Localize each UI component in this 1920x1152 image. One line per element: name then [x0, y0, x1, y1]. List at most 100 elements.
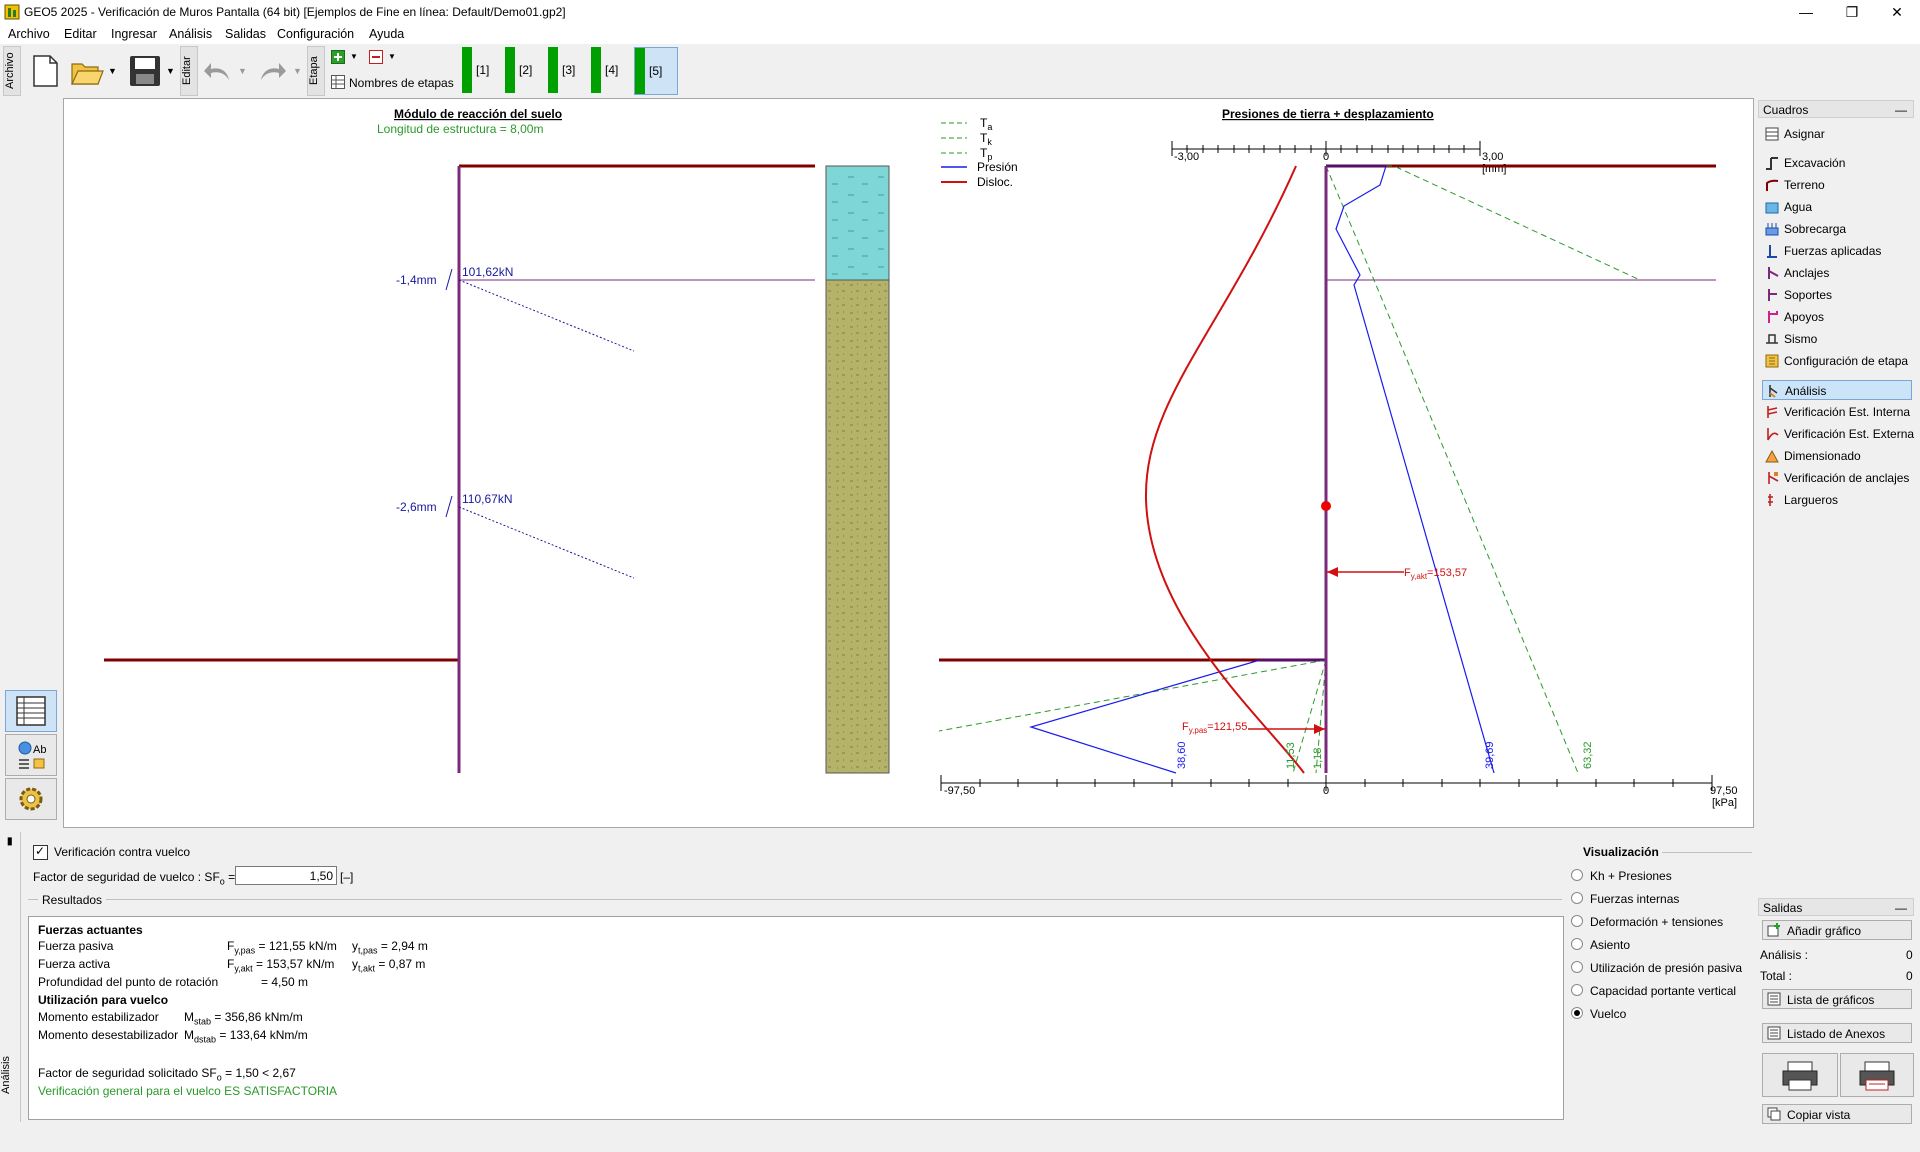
title-bar: GEO5 2025 - Verificación de Muros Pantal… — [0, 0, 1920, 24]
results-textbox[interactable]: Fuerzas actuantes Fuerza pasiva Fy,pas =… — [28, 916, 1564, 1120]
displacement-curve — [1144, 165, 1305, 774]
viz-kh-presiones-radio[interactable] — [1571, 869, 1583, 881]
minimize-icon: — — [1799, 4, 1813, 20]
viz-kh-presiones-label[interactable]: Kh + Presiones — [1590, 869, 1672, 883]
undo-button[interactable] — [203, 58, 233, 84]
viz-deformacion-radio[interactable] — [1571, 915, 1583, 927]
anchor-1[interactable] — [458, 279, 635, 352]
dimensioning-icon — [1765, 449, 1779, 463]
viz-deformacion-label[interactable]: Deformación + tensiones — [1590, 915, 1724, 929]
add-stage-dropdown-icon[interactable]: ▼ — [350, 52, 358, 61]
frame-configuracion-etapa[interactable]: Configuración de etapa — [1762, 351, 1912, 371]
open-folder-button[interactable] — [70, 56, 104, 88]
passive-force-arrowhead — [1314, 724, 1325, 734]
add-graphic-label: Añadir gráfico — [1787, 924, 1862, 938]
viz-presion-pasiva-label[interactable]: Utilización de presión pasiva — [1590, 961, 1743, 975]
printer-preview-icon — [1859, 1061, 1895, 1091]
overturn-checkbox[interactable]: ✓ — [33, 844, 48, 860]
print-preview-button[interactable] — [1840, 1053, 1914, 1097]
sf-input[interactable] — [235, 866, 337, 885]
frame-sobrecarga[interactable]: Sobrecarga — [1762, 219, 1912, 239]
stage-names-button[interactable]: Nombres de etapas — [349, 76, 454, 90]
frame-terreno[interactable]: Terreno — [1762, 175, 1912, 195]
add-graphic-button[interactable]: Añadir gráfico — [1762, 920, 1912, 940]
viz-vuelco-radio[interactable] — [1571, 1007, 1583, 1019]
stage-2-button[interactable]: [2] — [505, 47, 543, 93]
table-view-button[interactable] — [5, 690, 57, 732]
settings-button[interactable] — [5, 778, 57, 820]
close-button[interactable]: ✕ — [1874, 0, 1920, 24]
viz-vuelco-label[interactable]: Vuelco — [1590, 1007, 1627, 1021]
stage-4-button[interactable]: [4] — [591, 47, 629, 93]
menu-ayuda[interactable]: Ayuda — [369, 27, 405, 41]
frame-dimensionado[interactable]: Dimensionado — [1762, 446, 1912, 466]
viz-presion-pasiva-radio[interactable] — [1571, 961, 1583, 973]
drawing-canvas[interactable]: Módulo de reacción del suelo Longitud de… — [63, 98, 1754, 828]
frame-verificacion-interna[interactable]: Verificación Est. Interna — [1762, 402, 1912, 422]
frame-fuerzas-aplicadas[interactable]: Fuerzas aplicadas — [1762, 241, 1912, 261]
open-dropdown-icon[interactable]: ▼ — [108, 66, 117, 76]
frame-largueros[interactable]: Largueros — [1762, 490, 1912, 510]
viz-fuerzas-internas-radio[interactable] — [1571, 892, 1583, 904]
collapse-salidas-icon[interactable]: — — [1895, 901, 1907, 915]
anchor-2[interactable] — [458, 506, 635, 579]
remove-stage-dropdown-icon[interactable]: ▼ — [388, 52, 396, 61]
copy-view-button[interactable]: Copiar vista — [1762, 1104, 1912, 1124]
viz-asiento-radio[interactable] — [1571, 938, 1583, 950]
save-dropdown-icon[interactable]: ▼ — [166, 66, 175, 76]
stage-5-button[interactable]: [5] — [634, 47, 678, 95]
collapse-cuadros-icon[interactable]: — — [1895, 103, 1907, 117]
structure-length-label: Longitud de estructura = 8,00m — [377, 122, 543, 136]
remove-stage-button[interactable] — [369, 50, 383, 64]
stage-1-button[interactable]: [1] — [462, 47, 500, 93]
save-button[interactable] — [128, 54, 162, 88]
frame-anclajes[interactable]: Anclajes — [1762, 263, 1912, 283]
outputs-total-label: Total : — [1760, 969, 1793, 983]
menu-salidas[interactable]: Salidas — [225, 27, 266, 41]
minimize-button[interactable]: — — [1783, 0, 1829, 24]
print-button[interactable] — [1762, 1053, 1838, 1097]
stage-3-button[interactable]: [3] — [548, 47, 586, 93]
active-force-label: Fy,akt=153,57 — [1404, 567, 1467, 581]
viz-asiento-label[interactable]: Asiento — [1590, 938, 1631, 952]
anchor-2-force: 110,67kN — [462, 492, 512, 506]
frame-agua[interactable]: Agua — [1762, 197, 1912, 217]
stabilizing-moment-value: Mstab = 356,86 kNm/m — [184, 1010, 303, 1027]
visualization-separator — [1662, 852, 1752, 853]
viz-capacidad-portante-label[interactable]: Capacidad portante vertical — [1590, 984, 1737, 998]
legend-pressure: Presión — [977, 160, 1018, 174]
bottom-axis-zero: 0 — [1323, 785, 1329, 797]
annex-list-button[interactable]: Listado de Anexos — [1762, 1023, 1912, 1043]
viz-fuerzas-internas-label[interactable]: Fuerzas internas — [1590, 892, 1680, 906]
menu-analisis[interactable]: Análisis — [169, 27, 213, 41]
frame-excavacion[interactable]: Excavación — [1762, 153, 1912, 173]
graphics-list-button[interactable]: Lista de gráficos — [1762, 989, 1912, 1009]
restore-button[interactable]: ❐ — [1829, 0, 1875, 24]
menu-editar[interactable]: Editar — [64, 27, 97, 41]
frame-verificacion-anclajes[interactable]: Verificación de anclajes — [1762, 468, 1912, 488]
frame-sismo[interactable]: Sismo — [1762, 329, 1912, 349]
frame-asignar[interactable]: Asignar — [1762, 124, 1912, 144]
styles-view-button[interactable]: Ab — [5, 734, 57, 776]
value-39-69: 39,69 — [1484, 741, 1496, 769]
frame-verificacion-externa[interactable]: Verificación Est. Externa — [1762, 424, 1914, 444]
window-title: GEO5 2025 - Verificación de Muros Pantal… — [24, 5, 566, 19]
pin-icon[interactable]: ▮ — [7, 836, 13, 847]
frame-analisis[interactable]: Análisis — [1762, 380, 1912, 400]
viz-capacidad-portante-radio[interactable] — [1571, 984, 1583, 996]
undo-dropdown-icon[interactable]: ▼ — [238, 66, 247, 76]
frame-verificacion-interna-label: Verificación Est. Interna — [1784, 405, 1911, 419]
redo-dropdown-icon[interactable]: ▼ — [293, 66, 302, 76]
internal-stability-icon — [1767, 406, 1778, 418]
redo-button[interactable] — [257, 58, 287, 84]
frame-apoyos[interactable]: Apoyos — [1762, 307, 1912, 327]
menu-configuracion[interactable]: Configuración — [277, 27, 355, 41]
add-stage-button[interactable] — [331, 50, 345, 64]
menu-ingresar[interactable]: Ingresar — [111, 27, 157, 41]
soil-profile-water — [825, 165, 890, 281]
bottom-axis-min: -97,50 — [944, 785, 975, 797]
frame-soportes[interactable]: Soportes — [1762, 285, 1912, 305]
menu-archivo[interactable]: Archivo — [8, 27, 50, 41]
frame-excavacion-label: Excavación — [1784, 156, 1846, 170]
new-file-button[interactable] — [30, 54, 60, 88]
